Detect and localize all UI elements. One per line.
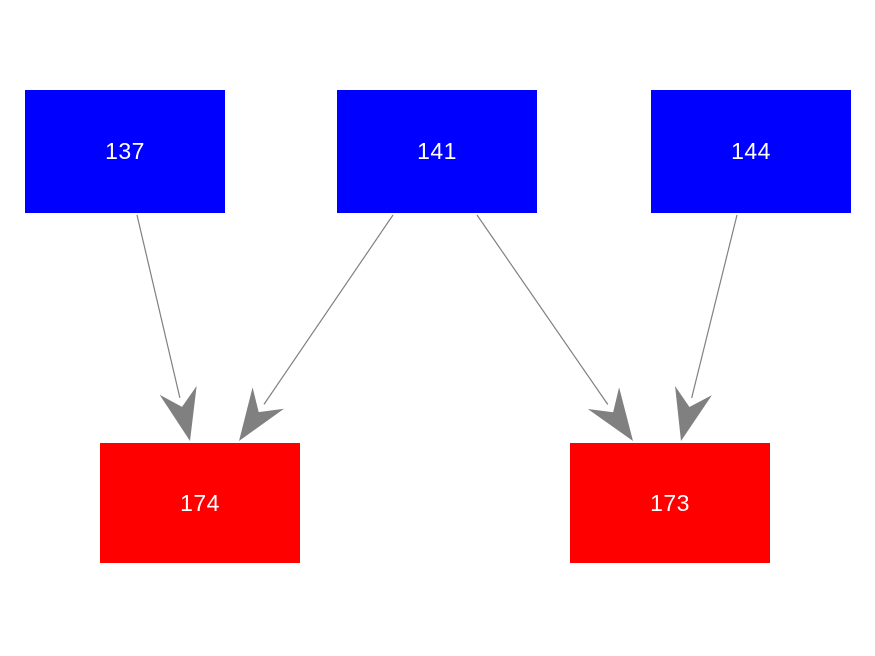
- edge-arrowhead-141-to-174: [239, 387, 284, 441]
- edge-arrowhead-141-to-173: [587, 387, 633, 441]
- graph-node-141[interactable]: 141: [337, 90, 537, 213]
- node-label: 141: [417, 138, 457, 164]
- edge-arrowhead-137-to-174: [159, 386, 197, 441]
- graph-node-173[interactable]: 173: [570, 443, 770, 563]
- node-label: 137: [105, 138, 145, 164]
- edge-arrowhead-144-to-173: [675, 385, 712, 441]
- node-label: 174: [180, 489, 220, 516]
- edge-line-144-to-173: [691, 214, 738, 399]
- edge-line-141-to-174: [263, 214, 394, 405]
- graph-node-137[interactable]: 137: [25, 90, 225, 213]
- node-label: 144: [731, 138, 771, 164]
- graph-node-174[interactable]: 174: [100, 443, 300, 563]
- node-label: 173: [650, 489, 690, 516]
- graph-node-144[interactable]: 144: [651, 90, 851, 213]
- edge-line-141-to-173: [476, 214, 609, 405]
- edge-line-137-to-174: [136, 214, 181, 398]
